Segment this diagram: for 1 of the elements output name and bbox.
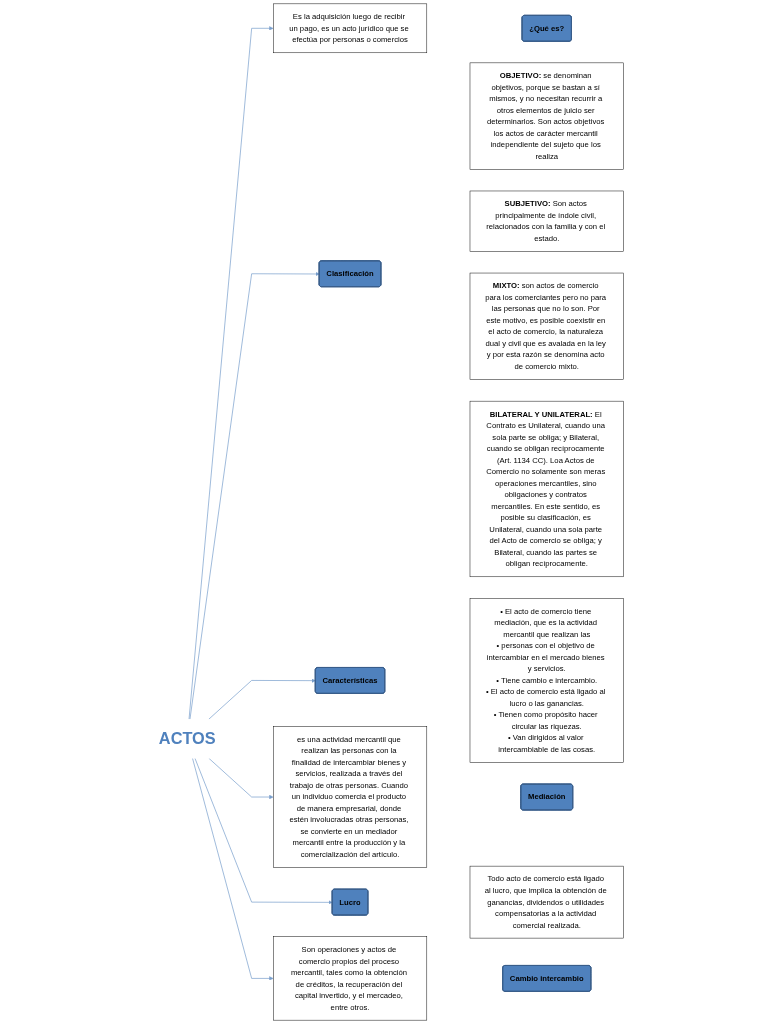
node-text: ACTOS bbox=[158, 729, 216, 748]
